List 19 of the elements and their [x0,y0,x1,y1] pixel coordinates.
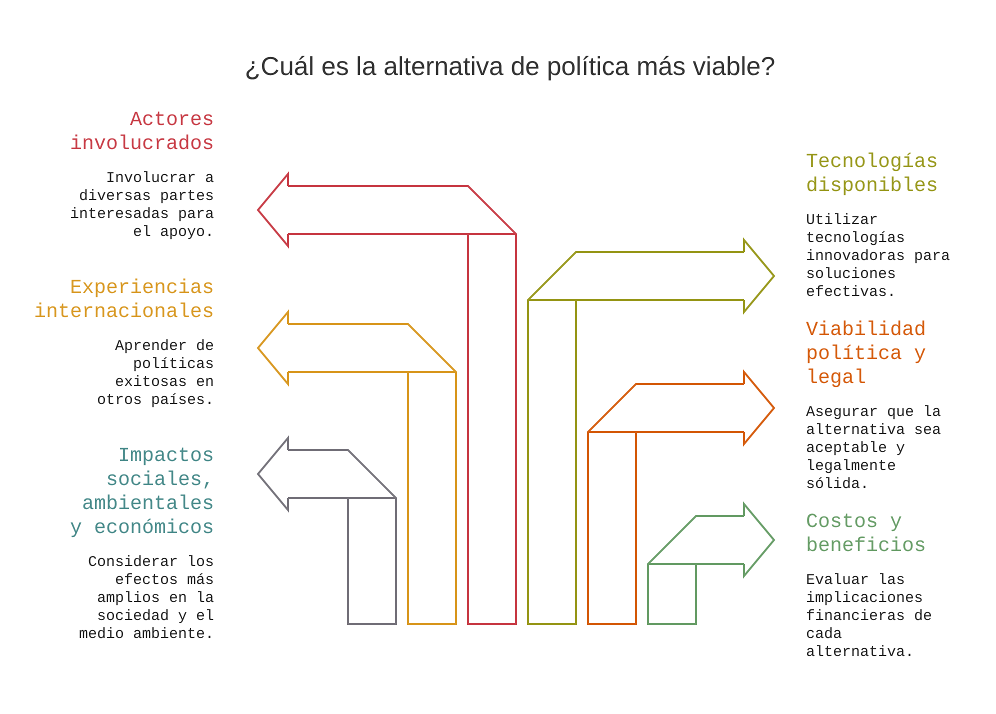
section-heading: Viabilidad política y legal [806,319,928,391]
description-text: Asegurar que la alternativa sea aceptable y legalmente sólida. [806,404,942,494]
section-heading: Experiencias internacionales [32,277,214,325]
section-heading: Costos y beneficios [806,511,928,559]
section-heading: Actores involucrados [68,109,214,157]
title: ¿Cuál es la alternativa de política más viable? [244,50,776,83]
bent-arrow [257,437,397,625]
bent-arrow [527,239,775,625]
bent-arrow [587,371,775,625]
description-text: Involucrar a diversas partes interesadas para el apoyo. [68,170,214,242]
bent-arrow [257,311,457,625]
description-text: Aprender de políticas exitosas en otros países. [96,338,214,410]
description-text: Utilizar tecnologías innovadoras para soluciones efectivas. [806,212,952,302]
section-heading: Impactos sociales, ambientales y económicos [68,445,214,541]
description-text: Evaluar las implicaciones financieras de cada alternativa. [806,572,934,662]
description-text: Considerar los efectos más amplios en la sociedad y el medio ambiente. [78,554,214,644]
bent-arrow [647,503,775,625]
section-heading: Tecnologías disponibles [806,151,940,199]
bent-arrow [257,173,517,625]
